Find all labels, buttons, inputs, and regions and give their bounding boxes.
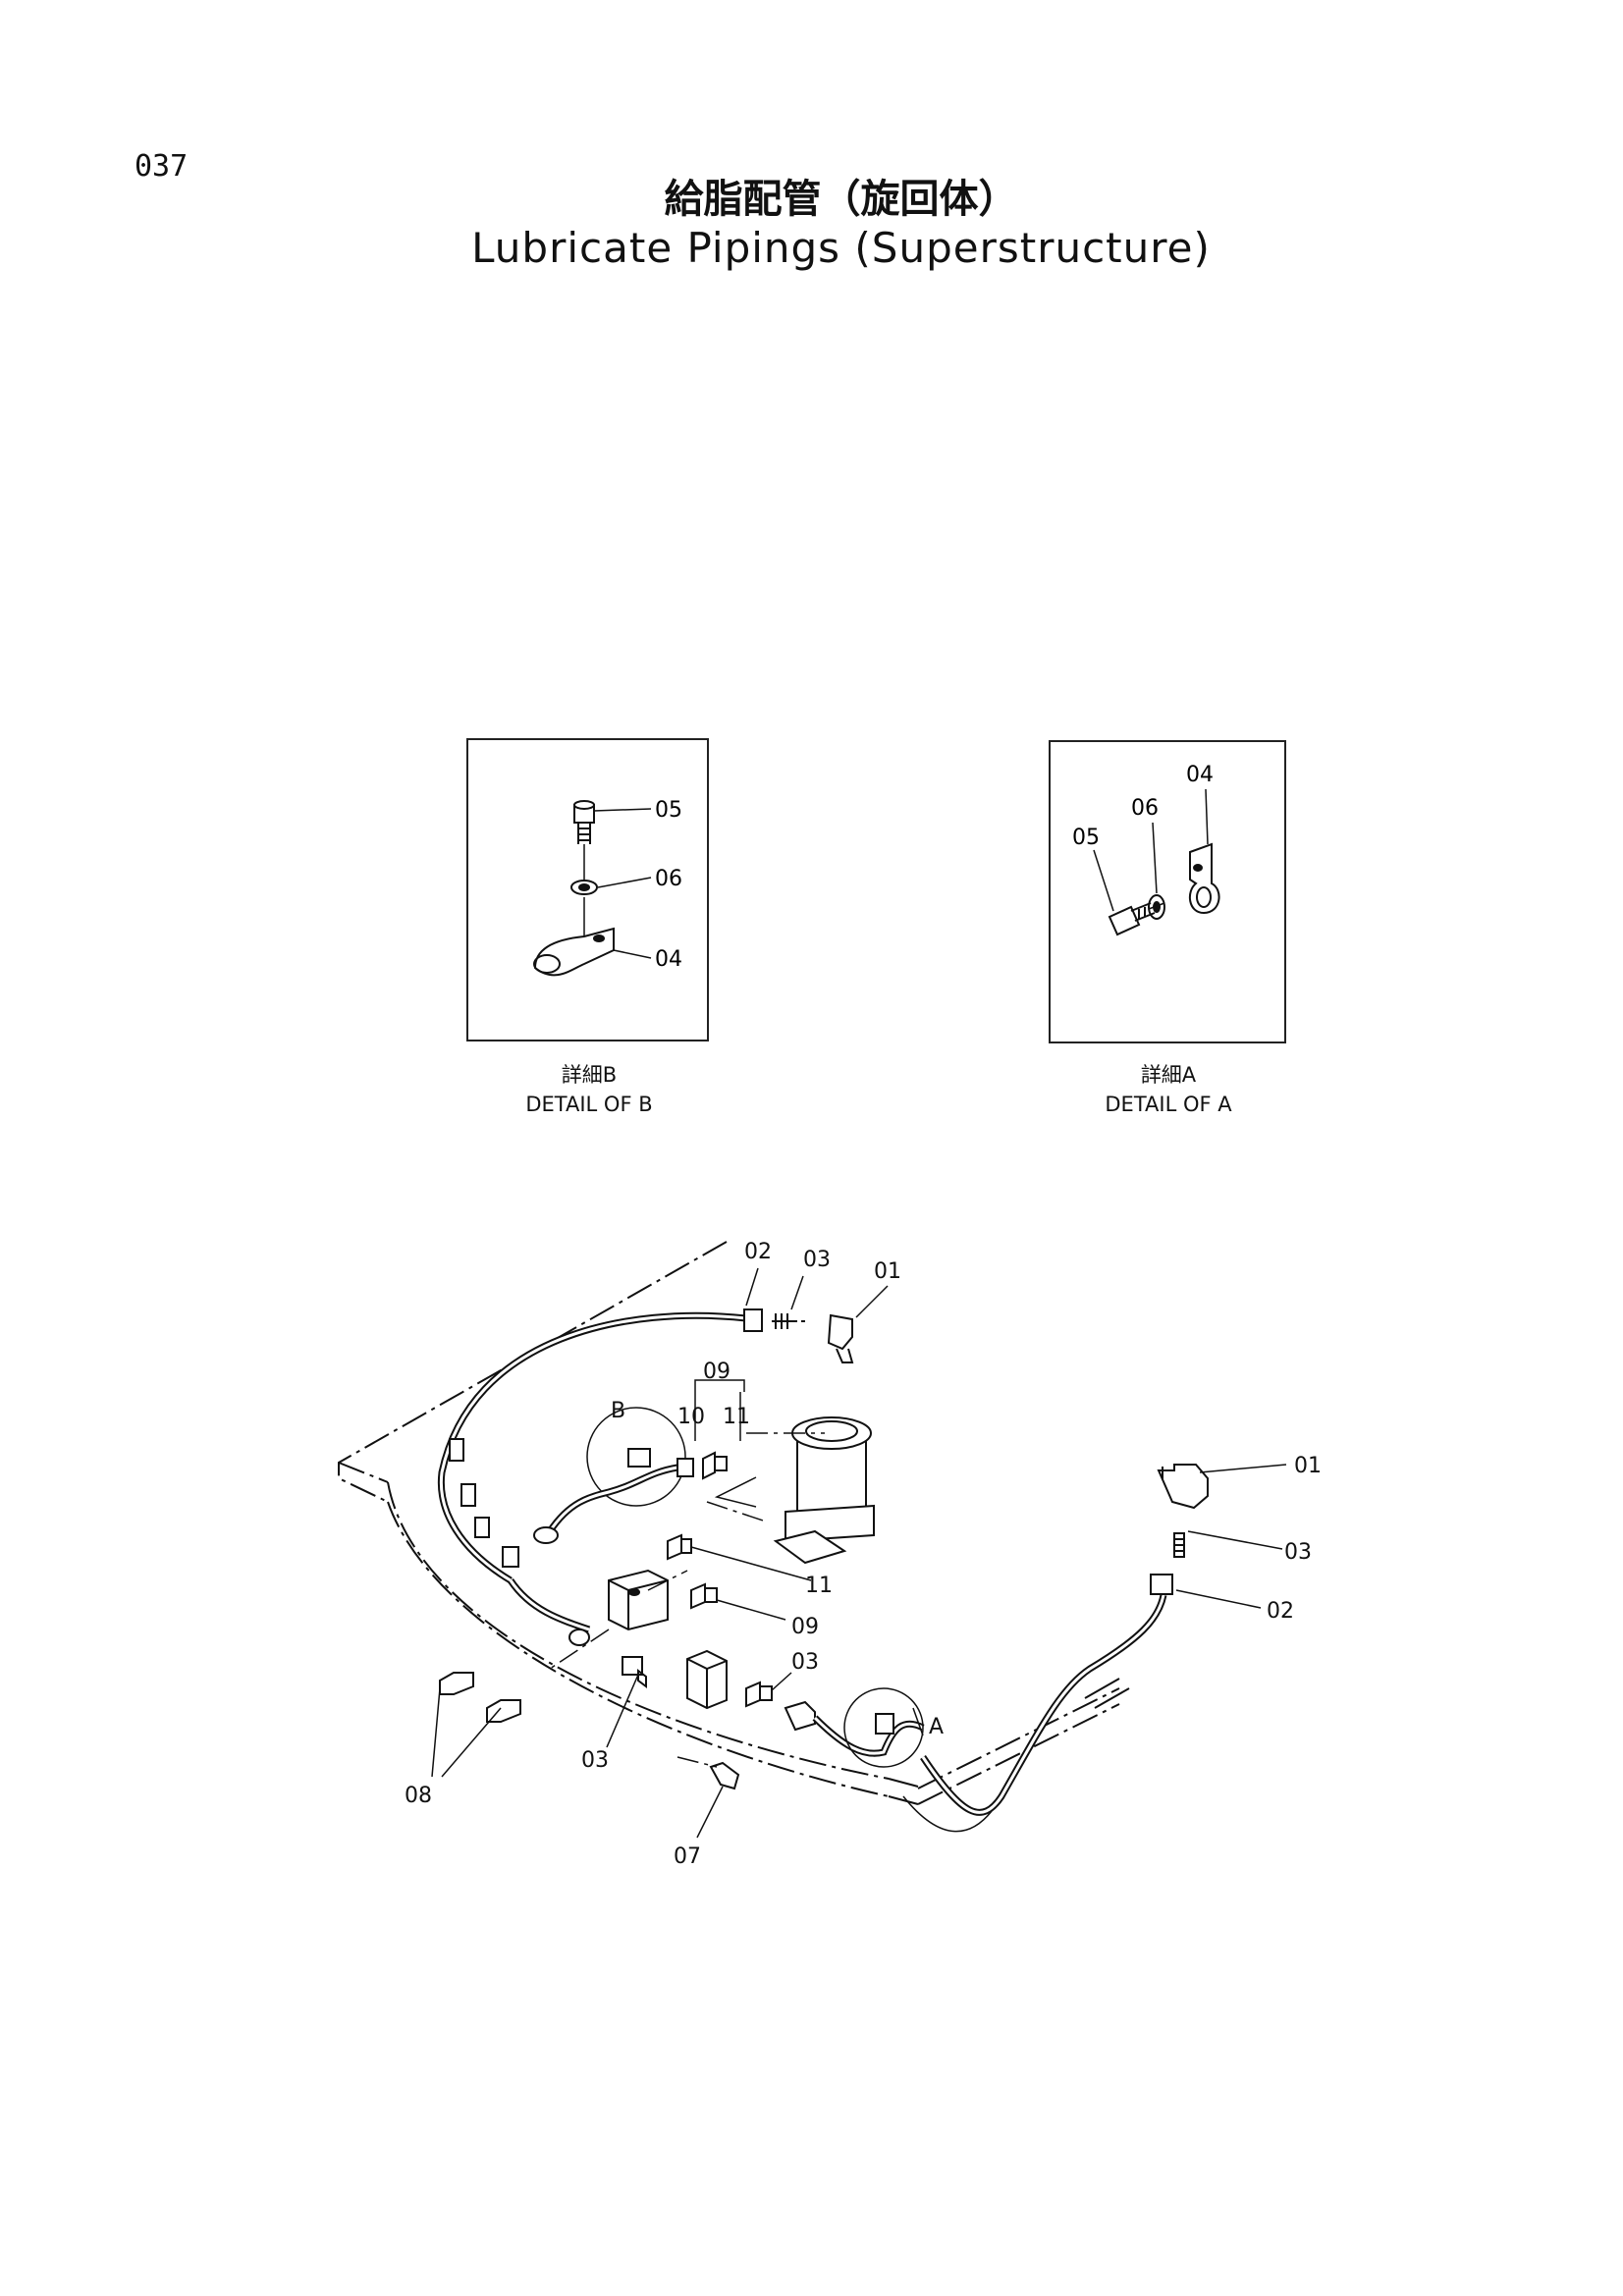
detail-b-panel: 05 06 04	[466, 738, 709, 1041]
callout-01-top: 01	[874, 1259, 901, 1284]
callout-10: 10	[677, 1405, 705, 1429]
detail-b-caption-jp: 詳細B	[561, 1063, 618, 1087]
detail-b-label-04: 04	[655, 947, 682, 972]
detail-b-drawing: 05 06 04	[533, 798, 682, 977]
detail-b-caption-en: DETAIL OF B	[525, 1093, 653, 1116]
detail-b-label-06: 06	[655, 867, 682, 891]
callout-09-top: 09	[703, 1360, 730, 1384]
page-number: 037	[135, 149, 189, 184]
callout-03-right: 03	[1284, 1540, 1312, 1565]
callout-11-top: 11	[723, 1405, 750, 1429]
detail-b-label-05: 05	[655, 798, 682, 823]
detail-a-label-06: 06	[1131, 796, 1159, 821]
callout-07: 07	[674, 1844, 701, 1869]
detail-a-caption-en: DETAIL OF A	[1105, 1093, 1232, 1116]
callout-09-mid: 09	[791, 1615, 819, 1639]
detail-a-caption: 詳細A DETAIL OF A	[1041, 1060, 1296, 1119]
callout-03-mid: 03	[791, 1650, 819, 1675]
detail-a-label-05: 05	[1072, 826, 1100, 850]
callout-02-top: 02	[744, 1240, 772, 1264]
page-title-japanese: 給脂配管（旋回体）	[664, 177, 1018, 222]
callout-01-right: 01	[1294, 1454, 1322, 1478]
detail-a-caption-jp: 詳細A	[1140, 1063, 1197, 1087]
callout-11-mid: 11	[805, 1574, 833, 1598]
callout-b: B	[611, 1399, 625, 1423]
detail-b-caption: 詳細B DETAIL OF B	[461, 1060, 717, 1119]
detail-a-panel: 04 06 05	[1049, 740, 1286, 1043]
detail-a-label-04: 04	[1186, 763, 1214, 787]
detail-a-drawing: 04 06 05	[1072, 763, 1220, 936]
callout-08: 08	[405, 1784, 432, 1808]
callout-03-top: 03	[803, 1248, 831, 1272]
page-title-english: Lubricate Pipings (Superstructure)	[471, 224, 1211, 272]
callout-a: A	[929, 1715, 944, 1739]
callout-02-right: 02	[1267, 1599, 1294, 1624]
callout-03-low: 03	[581, 1748, 609, 1773]
